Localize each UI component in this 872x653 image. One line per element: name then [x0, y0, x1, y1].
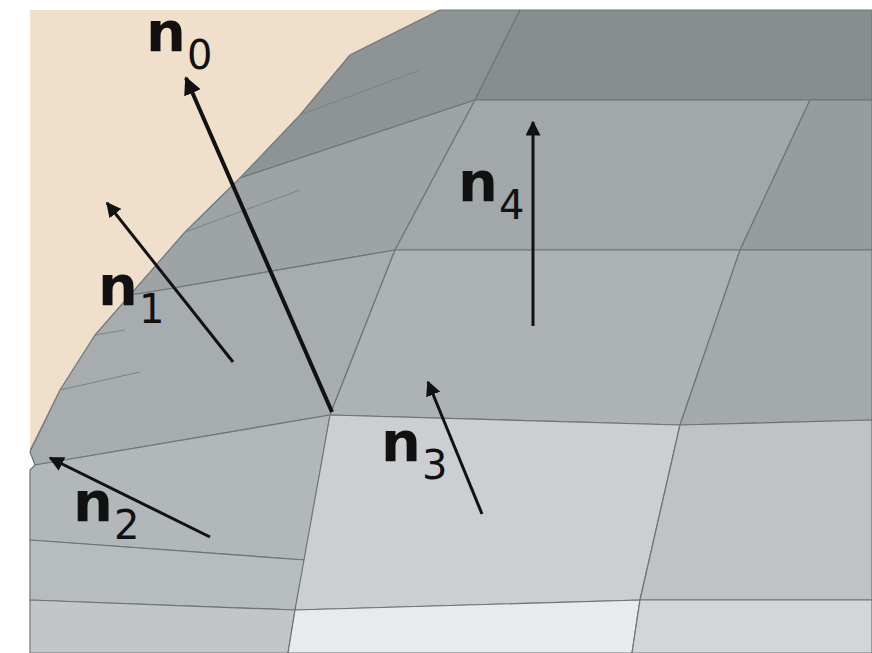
vector-label: n3: [381, 444, 447, 486]
normal-arrows: [50, 78, 533, 537]
vector-label: n1: [98, 288, 164, 330]
vector-label: n2: [73, 504, 139, 546]
mesh-rim: [30, 10, 440, 450]
mesh-faces: [30, 10, 872, 653]
vector-label: n4: [458, 184, 524, 226]
vector-label: n0: [146, 34, 212, 76]
